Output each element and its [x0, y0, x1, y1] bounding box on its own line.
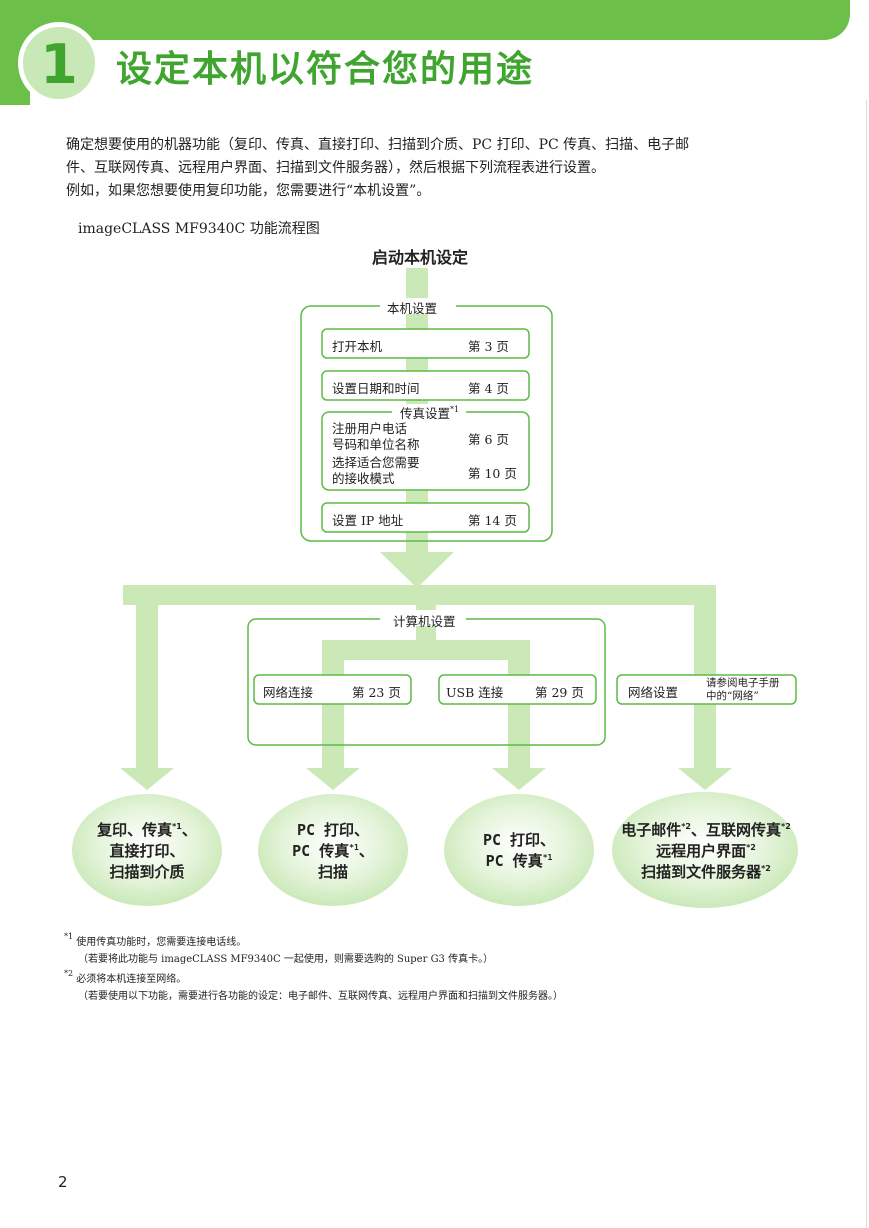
outcome-ellipse-3 [444, 794, 594, 906]
step-box-date [321, 370, 530, 401]
step-box-power [321, 328, 530, 359]
arrow-head-3 [492, 768, 546, 790]
footnote-1: *1 使用传真功能时，您需要连接电话线。 （若要将此功能与 imageCLASS… [64, 932, 494, 966]
computer-setup-label: 计算机设置 [393, 614, 456, 629]
usb-connection-page: 第 29 页 [535, 685, 584, 700]
network-connection-label: 网络连接 [263, 685, 314, 700]
intro-line-3: 例如，如果您想要使用复印功能，您需要进行“本机设置”。 [66, 183, 431, 199]
step-date-page: 第 4 页 [468, 381, 509, 396]
usb-connection-label: USB 连接 [446, 685, 504, 700]
step-receive-mode-page: 第 10 页 [468, 466, 517, 481]
step-box-usb [438, 674, 597, 705]
chapter-number: 1 [40, 33, 78, 96]
outcome-ellipse-1 [72, 794, 222, 906]
step-register-page: 第 6 页 [468, 432, 509, 447]
step-receive-mode-label: 选择适合您需要 的接收模式 [332, 455, 420, 486]
step-box-network-settings [616, 674, 797, 705]
header-band [0, 0, 850, 40]
outcome-network-features: 电子邮件*2、互联网传真*2 远程用户界面*2 扫描到文件服务器*2 [621, 821, 791, 881]
step-ip-label: 设置 IP 地址 [332, 513, 404, 528]
arrow-shaft-3 [508, 640, 530, 770]
arrow-head-1 [120, 768, 174, 790]
step-register-label: 注册用户电话 号码和单位名称 [332, 421, 420, 452]
intro-line-2: 件、互联网传真、远程用户界面、扫描到文件服务器），然后根据下列流程表进行设置。 [66, 160, 605, 176]
machine-setup-label: 本机设置 [387, 301, 438, 316]
arrow-head-4 [678, 768, 732, 790]
start-label: 启动本机设定 [372, 248, 469, 267]
chapter-title: 设定本机以符合您的用途 [116, 49, 535, 90]
arrow-shaft-2 [322, 640, 344, 770]
footnote-2: *2 必须将本机连接至网络。 （若要使用以下功能，需要进行各功能的设定：电子邮件… [64, 969, 563, 1003]
step-power-label: 打开本机 [332, 339, 383, 354]
chapter-badge [18, 22, 100, 104]
flow-chart-title: imageCLASS MF9340C 功能流程图 [78, 221, 320, 237]
outcome-ellipse-4 [612, 792, 798, 908]
step-power-page: 第 3 页 [468, 339, 509, 354]
fax-setup-label: 传真设置*1 [400, 405, 460, 422]
distribution-bar [123, 585, 716, 605]
step-ip-page: 第 14 页 [468, 513, 517, 528]
outcome-ellipse-2 [258, 794, 408, 906]
page-edge-rule [866, 100, 867, 1228]
page-number: 2 [58, 1173, 68, 1191]
outcome-pc-print-fax-scan: PC 打印、 PC 传真*1、 扫描 [292, 821, 374, 881]
network-settings-label: 网络设置 [628, 685, 679, 700]
computer-split-bar [322, 640, 530, 660]
outcome-copy-fax: 复印、传真*1、 直接打印、 扫描到介质 [97, 821, 197, 881]
step-date-label: 设置日期和时间 [332, 381, 420, 396]
intro-line-1: 确定想要使用的机器功能（复印、传真、直接打印、扫描到介质、PC 打印、PC 传真… [66, 137, 690, 153]
outcome-pc-print-fax: PC 打印、 PC 传真*1 [482, 831, 556, 870]
step-box-network [253, 674, 412, 705]
main-arrow-head [380, 552, 454, 588]
arrow-head-2 [306, 768, 360, 790]
step-box-ip [321, 502, 530, 533]
network-connection-page: 第 23 页 [352, 685, 401, 700]
arrow-shaft-1 [136, 585, 158, 770]
network-settings-ref: 请参阅电子手册 中的“网络” [706, 677, 780, 702]
